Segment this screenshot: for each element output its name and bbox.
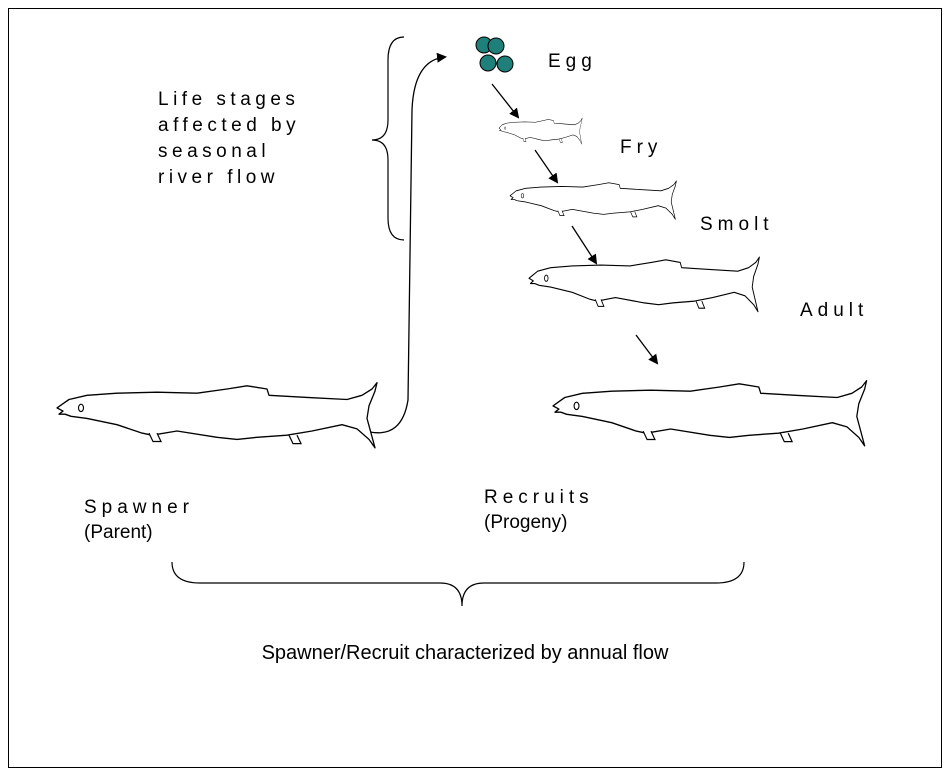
life-stages-line: Life stages: [158, 87, 300, 113]
egg-cluster-icon: [476, 37, 513, 72]
spawner-to-egg-curve: [370, 57, 445, 433]
egg-label: Egg: [548, 49, 597, 74]
fry-fish-icon: [499, 118, 582, 144]
recruits-note: (Progeny): [484, 510, 594, 535]
smolt-fish-icon: [510, 181, 676, 219]
generation-brace: [172, 562, 744, 606]
life-cycle-diagram: [0, 0, 950, 733]
recruits-label: Recruits (Progeny): [484, 485, 594, 535]
smolt-to-adult-arrow: [572, 226, 596, 263]
life-stages-line: river flow: [158, 165, 300, 191]
recruits-fish-icon: [553, 381, 867, 446]
adult-label: Adult: [800, 298, 868, 323]
smolt-label: Smolt: [700, 212, 774, 237]
spawner-name: Spawner: [84, 495, 194, 520]
spawner-note: (Parent): [84, 520, 194, 545]
life-stages-line: seasonal: [158, 139, 300, 165]
recruits-name: Recruits: [484, 485, 594, 510]
diagram-caption: Spawner/Recruit characterized by annual …: [0, 641, 930, 666]
life-stages-label: Life stages affected by seasonal river f…: [158, 87, 300, 191]
life-stages-line: affected by: [158, 113, 300, 139]
adult-to-recruits-arrow: [636, 335, 657, 363]
life-stages-brace: [372, 37, 404, 240]
spawner-label: Spawner (Parent): [84, 495, 194, 545]
spawner-fish-icon: [57, 383, 377, 448]
fry-to-smolt-arrow: [535, 150, 557, 182]
egg-to-fry-arrow: [492, 84, 518, 117]
fry-label: Fry: [620, 135, 662, 160]
adult-fish-icon: [529, 257, 759, 312]
